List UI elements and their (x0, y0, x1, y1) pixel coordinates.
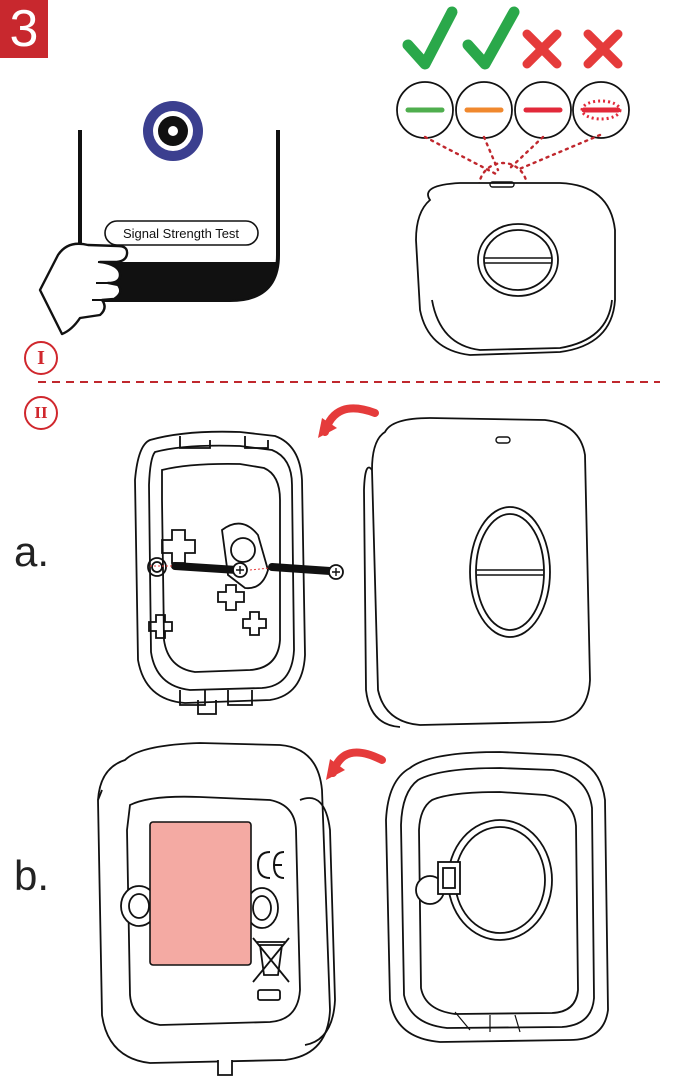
screw-hole-icon (217, 584, 245, 611)
device-open-interior (385, 751, 609, 1043)
panic-button-device-top (415, 181, 616, 356)
app-icon (143, 101, 203, 161)
screw-hole-icon (148, 614, 173, 639)
check-icon-green (402, 6, 458, 70)
screw-pair (150, 562, 344, 580)
panic-button-front-view (363, 417, 591, 728)
weee-bin-icon (252, 937, 290, 983)
led-indicator (489, 181, 515, 188)
section-marker-ii: II (24, 396, 58, 430)
part-label-a: a. (14, 528, 50, 575)
signal-strength-test-button[interactable] (104, 220, 259, 246)
indicator-status-row (396, 81, 630, 139)
screw-hole-icon (242, 611, 267, 636)
signal-strength-test-label: Signal Strength Test (123, 226, 239, 241)
cross-icon-red (522, 29, 562, 69)
hand-pointer-icon (38, 242, 129, 336)
ce-mark-icon (256, 851, 285, 879)
check-icon-orange (462, 6, 520, 70)
section-marker-i: I (24, 341, 58, 375)
part-label-b: b. (14, 852, 50, 899)
result-marks (402, 6, 623, 70)
cross-icon-blink (583, 29, 623, 69)
step-number-badge: 3 (0, 0, 48, 58)
phone-screen-illustration: Signal Strength Test (38, 101, 280, 336)
battery-compartment (149, 821, 252, 966)
